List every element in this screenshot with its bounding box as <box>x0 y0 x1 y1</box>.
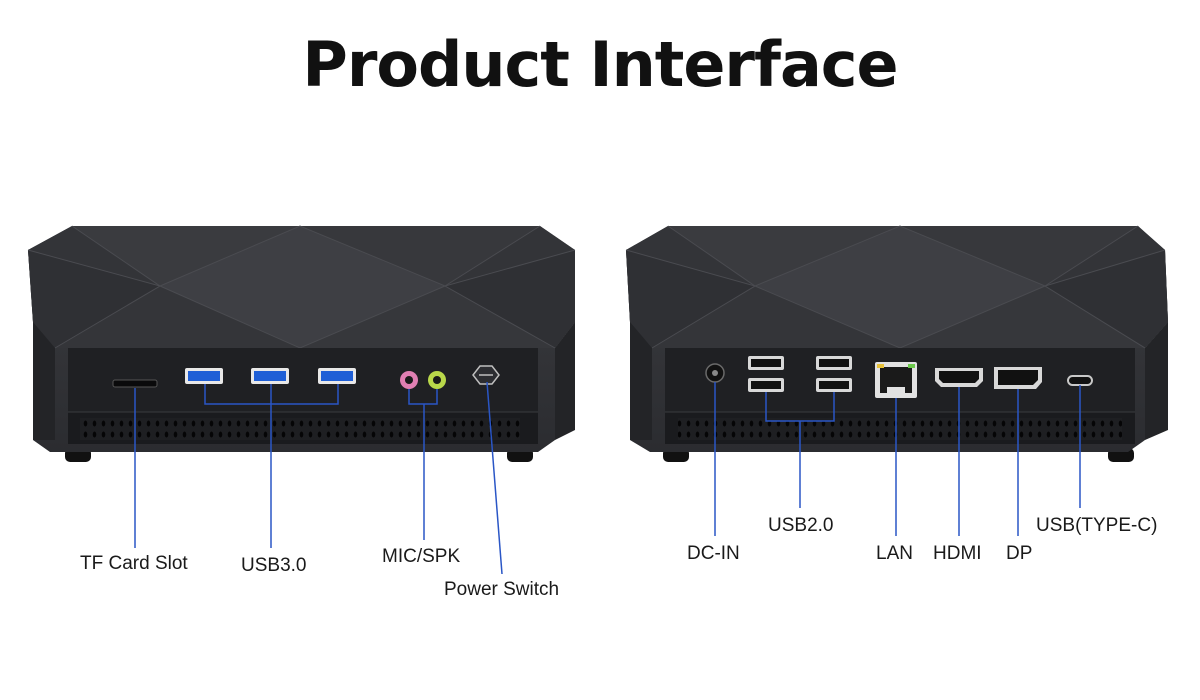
rear-device <box>625 225 1168 462</box>
rear-leader-lines <box>714 382 1081 536</box>
dp-port <box>994 367 1042 389</box>
label-power-switch: Power Switch <box>444 579 560 600</box>
label-dp: DP <box>1006 543 1033 564</box>
label-lan: LAN <box>876 543 913 564</box>
label-usb-type-c: USB(TYPE-C) <box>1036 515 1158 536</box>
label-usb2: USB2.0 <box>768 515 834 536</box>
front-leader-lines <box>134 381 503 575</box>
front-device <box>27 225 576 462</box>
label-dc-in: DC-IN <box>687 543 740 564</box>
label-usb3: USB3.0 <box>241 555 307 576</box>
lan-port <box>875 362 917 398</box>
hdmi-port <box>935 368 983 387</box>
dc-in-jack <box>705 363 725 383</box>
usb3-ports <box>185 368 356 384</box>
usb-c-port <box>1067 375 1093 386</box>
label-mic-spk: MIC/SPK <box>382 546 461 567</box>
rear-vent-grille <box>678 418 1122 440</box>
usb2-ports <box>748 356 852 392</box>
page-title: Product Interface <box>302 28 898 101</box>
front-vent-grille <box>80 418 520 440</box>
tf-card-slot <box>112 379 158 388</box>
power-switch <box>472 365 500 385</box>
label-tf-card-slot: TF Card Slot <box>80 553 188 574</box>
label-hdmi: HDMI <box>933 543 982 564</box>
